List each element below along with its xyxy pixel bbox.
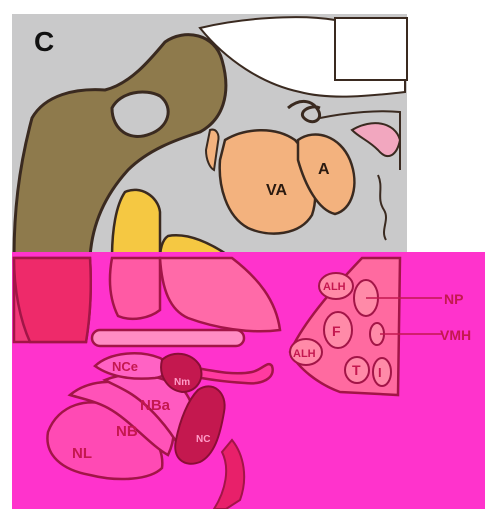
olive-lower-outline <box>14 258 91 342</box>
label-np: NP <box>444 291 463 307</box>
panel-label: C <box>34 26 54 57</box>
label-nce: NCe <box>112 359 138 374</box>
label-nl: NL <box>72 445 92 462</box>
label-nb: NB <box>116 423 138 440</box>
label-t: T <box>352 362 361 378</box>
label-vmh: VMH <box>440 327 471 343</box>
right-white-margin <box>407 0 485 260</box>
label-i: I <box>378 365 382 380</box>
olive-hole <box>112 92 168 136</box>
label-f: F <box>332 323 341 339</box>
label-alh-top: ALH <box>323 281 346 293</box>
white-box <box>335 18 407 80</box>
label-nc: NC <box>196 434 210 445</box>
i-nucleus <box>373 358 391 386</box>
label-va: VA <box>266 182 287 199</box>
pill-structure <box>92 330 244 346</box>
label-alh-bottom: ALH <box>293 348 316 360</box>
label-nba: NBa <box>140 397 171 414</box>
orange-region-1 <box>110 258 160 319</box>
label-a: A <box>318 161 330 178</box>
label-nm: Nm <box>174 377 190 388</box>
